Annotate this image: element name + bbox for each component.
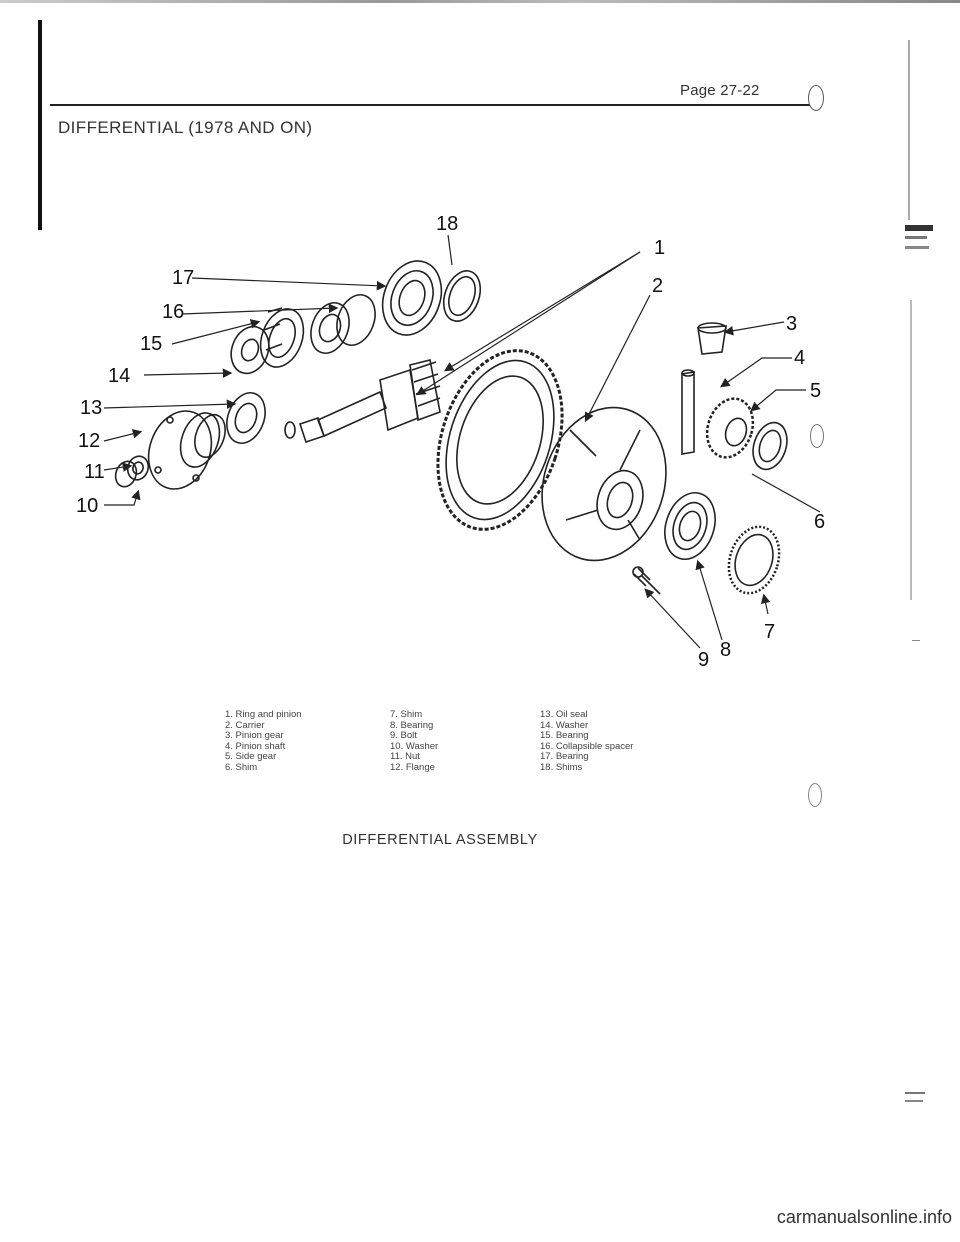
scan-artifact <box>905 1092 925 1094</box>
callout-14: 14 <box>108 365 130 387</box>
legend-item: 18. Shims <box>540 761 583 773</box>
scan-artifact <box>908 40 910 220</box>
legend-item: 4. Pinion shaft <box>225 740 286 752</box>
legend-item: 3. Pinion gear <box>225 730 284 742</box>
scan-artifact <box>912 640 920 641</box>
legend-item: 12. Flange <box>390 761 435 773</box>
callout-10: 10 <box>76 495 98 517</box>
callout-17: 17 <box>172 267 194 289</box>
part-bearing-8 <box>664 492 716 560</box>
scan-artifact <box>910 300 912 600</box>
legend-item: 7. Shim <box>390 709 423 720</box>
legend-item: 13. Oil seal <box>540 709 588 720</box>
scan-artifact <box>905 246 929 249</box>
leader-lines <box>103 234 821 649</box>
legend-item: 6. Shim <box>225 761 258 773</box>
part-side-gear <box>705 397 755 459</box>
part-pinion-gear <box>697 322 727 355</box>
callout-1: 1 <box>654 237 665 259</box>
callout-5: 5 <box>810 380 821 402</box>
callout-13: 13 <box>80 397 102 419</box>
part-shims <box>442 270 482 322</box>
part-bearing-15 <box>259 307 305 368</box>
scan-artifact <box>905 1100 923 1102</box>
part-nut-washer <box>114 455 150 488</box>
legend-item: 16. Collapsible spacer <box>540 740 634 752</box>
callout-9: 9 <box>698 649 709 671</box>
callout-16: 16 <box>162 301 184 323</box>
callout-2: 2 <box>652 275 663 297</box>
part-shim-6 <box>752 421 788 471</box>
part-ring-gear <box>436 349 564 531</box>
callout-6: 6 <box>814 511 825 533</box>
legend-column-1: 1. Ring and pinion 2. Carrier 3. Pinion … <box>225 709 302 774</box>
scan-edge <box>0 0 960 3</box>
legend-item: 1. Ring and pinion <box>225 709 302 720</box>
part-shim-7 <box>727 525 781 595</box>
legend-item: 11. Nut <box>390 751 420 763</box>
legend-item: 17. Bearing <box>540 751 589 763</box>
legend-item: 10. Washer <box>390 740 439 752</box>
callout-11: 11 <box>84 461 105 483</box>
legend-column-2: 7. Shim 8. Bearing 9. Bolt 10. Washer 11… <box>390 709 439 774</box>
part-bolt <box>632 566 661 595</box>
callout-15: 15 <box>140 333 162 355</box>
legend-item: 15. Bearing <box>540 730 589 742</box>
part-pinion <box>284 359 441 444</box>
part-carrier <box>541 406 667 562</box>
binding-bar <box>38 20 42 230</box>
legend-item: 8. Bearing <box>390 719 434 731</box>
punch-hole <box>808 85 824 111</box>
punch-hole <box>810 424 824 448</box>
part-flange <box>147 410 226 490</box>
scan-artifact <box>905 236 927 239</box>
legend-column-3: 13. Oil seal 14. Washer 15. Bearing 16. … <box>540 709 634 774</box>
callout-4: 4 <box>794 347 805 369</box>
punch-hole <box>808 783 822 807</box>
callout-8: 8 <box>720 639 731 661</box>
header-rule <box>50 104 810 106</box>
legend-item: 14. Washer <box>540 719 589 731</box>
callout-7: 7 <box>764 621 775 643</box>
callout-18: 18 <box>436 213 458 235</box>
part-pinion-shaft <box>681 369 695 455</box>
differential-exploded-diagram: 1 2 3 4 5 6 7 8 9 10 11 12 13 14 15 16 1… <box>76 213 825 671</box>
watermark: carmanualsonline.info <box>776 1207 952 1227</box>
section-title: DIFFERENTIAL (1978 AND ON) <box>58 118 313 137</box>
scan-artifact <box>905 225 933 231</box>
part-collapsible-spacer <box>310 294 376 354</box>
callout-3: 3 <box>786 313 797 335</box>
legend-item: 9. Bolt <box>390 730 417 742</box>
page-number: Page 27-22 <box>680 82 760 99</box>
callout-12: 12 <box>78 430 100 452</box>
part-bearing-17 <box>381 260 443 336</box>
legend-item: 2. Carrier <box>225 719 265 731</box>
figure-caption: DIFFERENTIAL ASSEMBLY <box>342 832 538 848</box>
part-oil-seal <box>226 392 266 444</box>
legend-item: 5. Side gear <box>225 751 277 763</box>
